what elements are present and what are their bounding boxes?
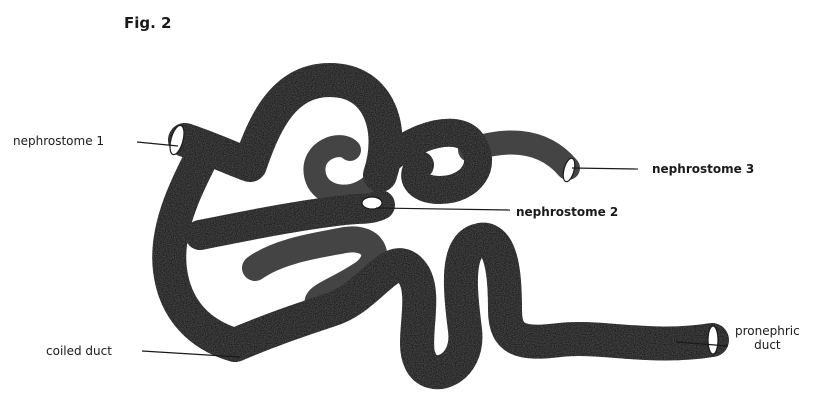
label-nephrostome-3: nephrostome 3: [652, 162, 754, 176]
label-coiled-duct: coiled duct: [46, 344, 112, 358]
leader-nephrostome-3: [572, 168, 638, 169]
nephrostome-2-opening: [362, 197, 382, 209]
label-pronephric-line2: duct: [735, 338, 800, 352]
leader-nephrostome-2: [376, 208, 510, 210]
label-pronephric-line1: pronephric: [735, 324, 800, 338]
duct-tubes: [169, 80, 712, 372]
label-nephrostome-1: nephrostome 1: [13, 134, 104, 148]
label-pronephric-duct: pronephric duct: [735, 324, 800, 352]
label-nephrostome-2: nephrostome 2: [516, 205, 618, 219]
duct-end-opening: [708, 326, 718, 354]
